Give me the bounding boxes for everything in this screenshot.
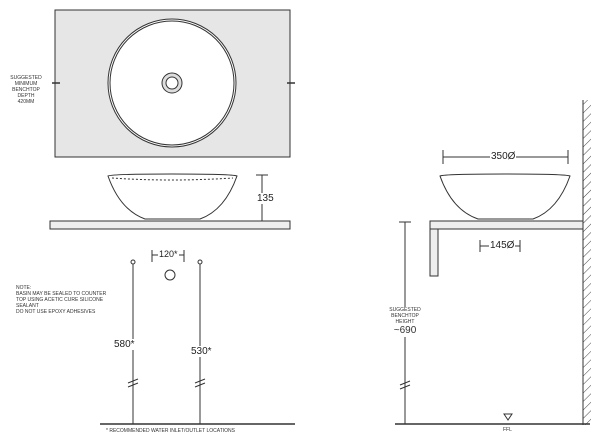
plan-depth-label: SUGGESTEDMINIMUMBENCHTOPDEPTH420mm <box>10 75 42 105</box>
inlet-height-left-dim: 580* <box>113 339 136 350</box>
benchtop-height-value: ~690 <box>393 325 417 336</box>
wall <box>583 100 591 425</box>
ffl-marker-icon <box>503 413 513 421</box>
inlet-height-right-dim: 530* <box>190 346 213 357</box>
front-benchtop <box>49 220 291 230</box>
ffl-label: FFL <box>503 427 512 433</box>
front-basin <box>107 173 238 220</box>
side-basin <box>439 173 571 220</box>
plan-basin-inner <box>109 20 235 146</box>
waste-spacing-dim: 120* <box>158 249 179 259</box>
basin-diameter-dim: 350Ø <box>490 151 517 162</box>
side-benchtop <box>429 220 584 230</box>
base-diameter-dim: 145Ø <box>489 240 516 251</box>
side-bracket <box>429 228 439 277</box>
basin-height-dim: 135 <box>256 193 275 204</box>
footnote: * RECOMMENDED WATER INLET/OUTLET LOCATIO… <box>106 428 235 434</box>
